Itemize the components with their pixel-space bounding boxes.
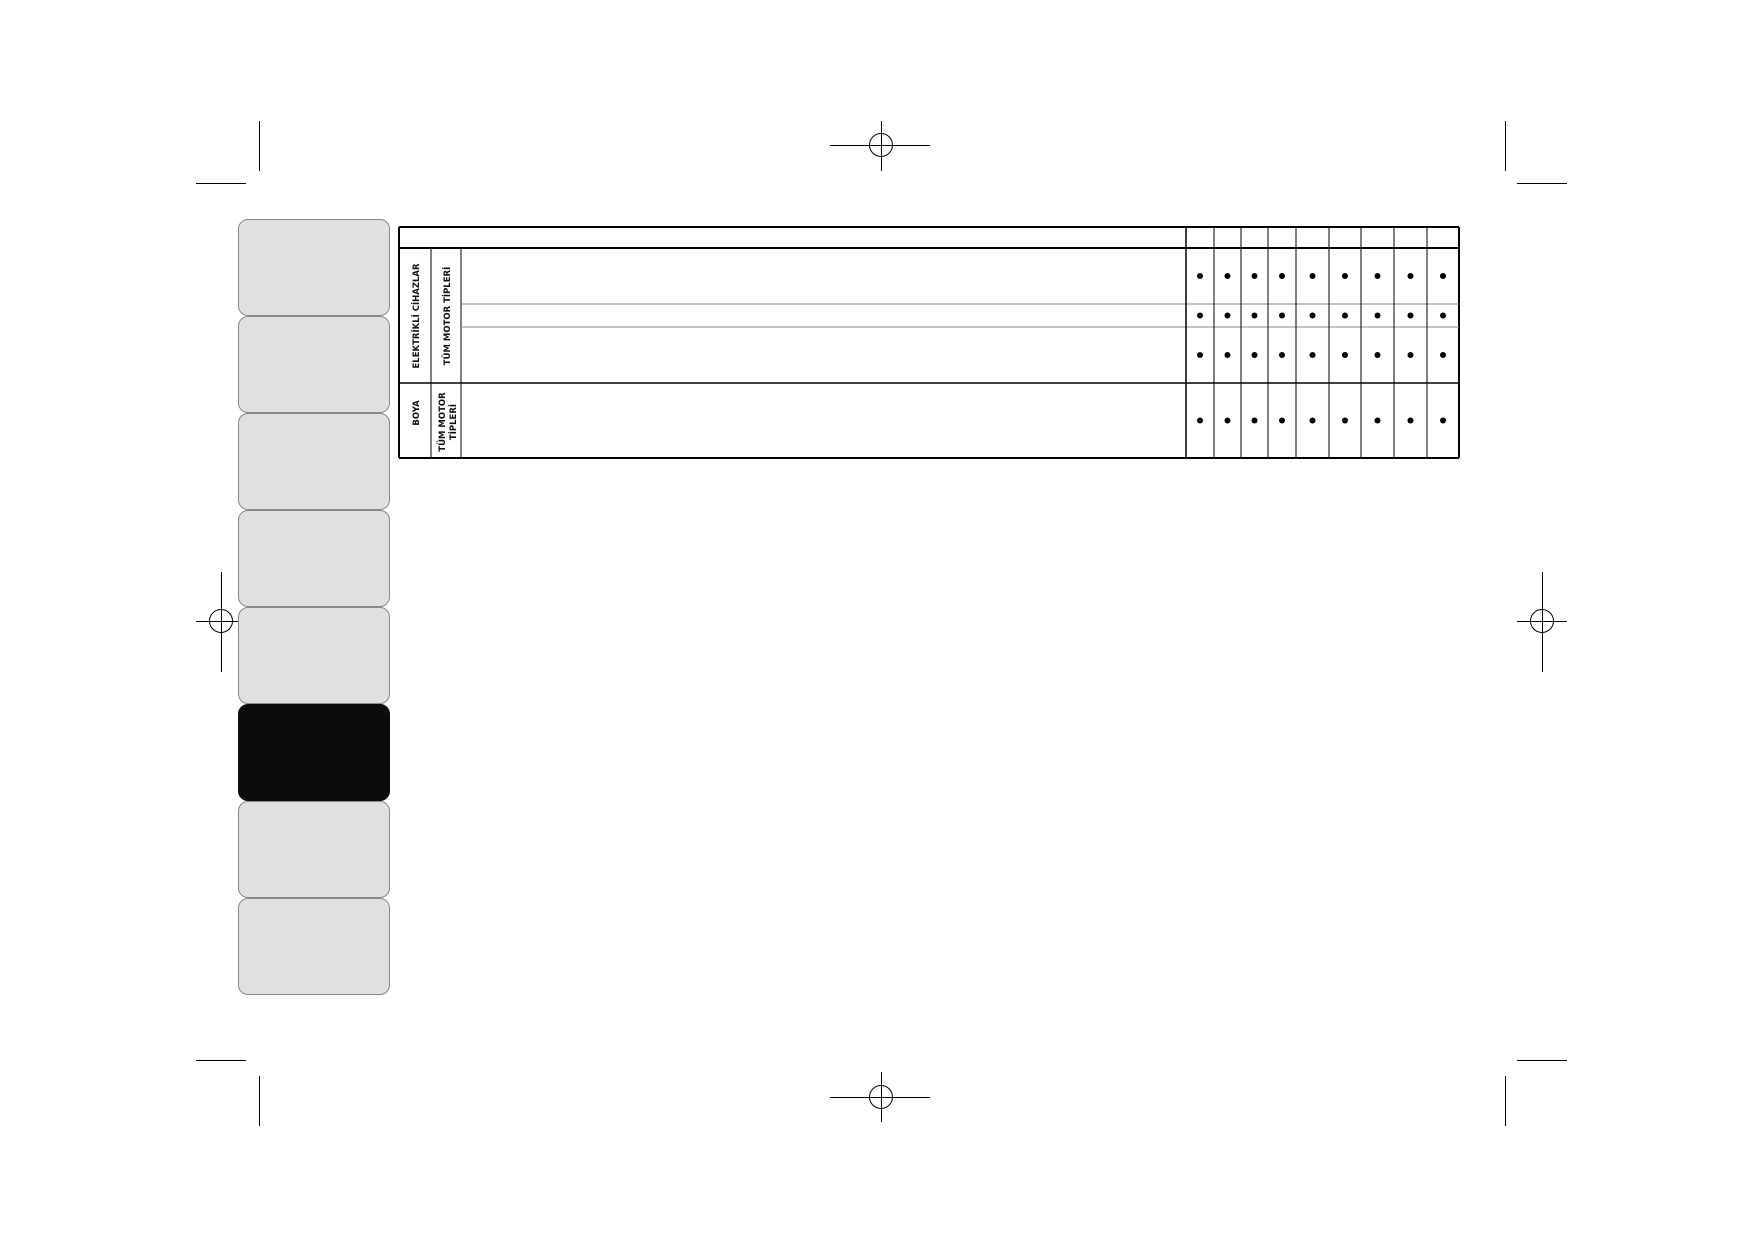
compatibility-dot — [1197, 352, 1203, 358]
crop-mark-top-left-vertical — [259, 121, 260, 171]
compatibility-dot — [1224, 273, 1231, 279]
compatibility-dot — [1279, 273, 1285, 279]
table-marks — [1197, 273, 1446, 424]
compatibility-dot — [1342, 312, 1348, 319]
compatibility-dot — [1309, 352, 1316, 358]
compatibility-dot — [1197, 312, 1203, 319]
crop-mark-bottom-right-vertical — [1505, 1076, 1506, 1126]
section-tab[interactable] — [238, 801, 390, 898]
compatibility-dot — [1197, 273, 1203, 279]
compatibility-dot — [1407, 312, 1414, 319]
compatibility-dot — [1309, 417, 1316, 424]
compatibility-dot — [1440, 312, 1446, 319]
compatibility-dot — [1407, 273, 1414, 279]
compatibility-dot — [1342, 273, 1348, 279]
section-tab-active[interactable] — [238, 704, 390, 801]
group-label-electrical: ELEKTRİKLİ CİHAZLAR — [411, 263, 422, 368]
compatibility-dot — [1374, 352, 1381, 358]
crop-mark-top-left-horizontal — [196, 183, 246, 184]
compatibility-dot — [1309, 273, 1316, 279]
compatibility-dot — [1440, 352, 1446, 358]
section-tab[interactable] — [238, 510, 390, 607]
crop-mark-bottom-left-horizontal — [196, 1060, 246, 1061]
section-tab[interactable] — [238, 316, 390, 413]
compatibility-dot — [1407, 352, 1414, 358]
group-sublabel-paint-line2: TİPLERİ — [448, 404, 459, 440]
crop-mark-bottom-right-horizontal — [1517, 1060, 1567, 1061]
compatibility-dot — [1224, 352, 1231, 358]
compatibility-dot — [1374, 417, 1381, 424]
crop-mark-bottom-left-vertical — [259, 1076, 260, 1126]
compatibility-dot — [1224, 417, 1231, 424]
compatibility-dot — [1342, 352, 1348, 358]
compatibility-dot — [1342, 417, 1348, 424]
compatibility-dot — [1440, 417, 1446, 424]
compatibility-dot — [1251, 352, 1258, 358]
compatibility-dot — [1251, 417, 1258, 424]
compatibility-dot — [1279, 417, 1285, 424]
group-label-paint: BOYA — [412, 400, 422, 426]
compatibility-dot — [1440, 273, 1446, 279]
compatibility-dot — [1251, 312, 1258, 319]
compatibility-dot — [1251, 273, 1258, 279]
compatibility-dot — [1224, 312, 1231, 319]
compatibility-dot — [1309, 312, 1316, 319]
table-grid — [398, 226, 1460, 459]
compatibility-dot — [1407, 417, 1414, 424]
crop-mark-top-right-horizontal — [1517, 183, 1567, 184]
compatibility-dot — [1279, 312, 1285, 319]
group-sublabel-paint-line1: TÜM MOTOR — [437, 392, 448, 452]
compatibility-dot — [1374, 273, 1381, 279]
section-tab[interactable] — [238, 607, 390, 704]
compatibility-dot — [1279, 352, 1285, 358]
group-sublabel-electrical: TÜM MOTOR TİPLERİ — [442, 267, 453, 365]
crop-mark-top-right-vertical — [1505, 121, 1506, 171]
compatibility-dot — [1374, 312, 1381, 319]
section-tab[interactable] — [238, 898, 390, 995]
section-tab[interactable] — [238, 219, 390, 316]
section-tab[interactable] — [238, 413, 390, 510]
compatibility-dot — [1197, 417, 1203, 424]
